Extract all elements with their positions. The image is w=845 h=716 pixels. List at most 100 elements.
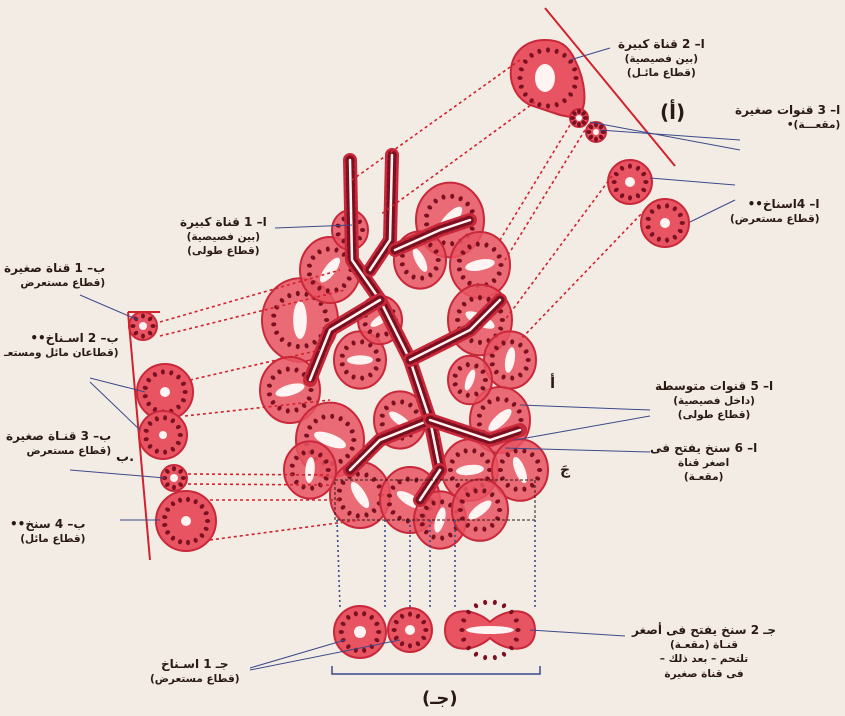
- projection-b3: [188, 484, 330, 485]
- alveolus-c2-nucleus: [473, 602, 479, 609]
- alveolus-b2b-lumen: [159, 431, 167, 439]
- leader-a3: [590, 122, 740, 150]
- alveolus-c2-nucleus: [501, 651, 507, 658]
- lobule-nucleus: [308, 388, 313, 392]
- alveolus-a2-nucleus: [680, 221, 685, 225]
- small-duct-a-nucleus: [577, 122, 581, 127]
- small-duct-b1-nucleus: [150, 324, 155, 328]
- small-duct-b3-nucleus: [172, 466, 176, 471]
- lobule-nucleus: [455, 318, 460, 322]
- small-duct-b-nucleus: [594, 137, 598, 142]
- projection-a4: [520, 210, 645, 340]
- lobule-nucleus: [526, 358, 531, 362]
- leader-a2: [570, 48, 610, 60]
- small-duct-a-lumen: [576, 115, 582, 121]
- label-a4: ا– 4اسناخ•• (قطاع مستعرض): [730, 196, 820, 226]
- leader-a5: [515, 416, 650, 440]
- leader-a3: [600, 130, 740, 140]
- label-c2: جـ 2 سنخ يفتح فى أصغر قنـاة (مقعـة) تلتح…: [632, 622, 776, 681]
- lobule-nucleus: [478, 295, 482, 300]
- lobule-nucleus: [436, 258, 441, 262]
- group-label-c: (جـ): [422, 688, 458, 709]
- label-c1: جـ 1 اسـناخ (قطاع مستعرض): [150, 656, 240, 686]
- alveolus-c2-nucleus: [492, 655, 497, 661]
- lobule-lumen: [293, 301, 307, 339]
- alveolus-b2a-nucleus: [183, 390, 188, 394]
- bracket-c: [332, 666, 540, 674]
- small-duct-b1-lumen: [139, 322, 147, 330]
- alveolus-c1a-nucleus: [376, 630, 381, 634]
- projection-a4: [505, 176, 612, 320]
- alveolus-c2-nucleus: [459, 628, 464, 632]
- alveolus-b2b-nucleus: [178, 433, 183, 437]
- lobule-nucleus: [448, 468, 453, 472]
- small-duct-a-nucleus: [583, 116, 588, 120]
- lobule-nucleus: [360, 228, 365, 232]
- lobule-nucleus: [498, 263, 503, 267]
- leader-b1: [80, 295, 138, 320]
- label-a6: ا– 6 سنخ يفتح فى اصغر قناة (مقعـة): [650, 440, 757, 485]
- alveolus-c2-nucleus: [515, 628, 520, 632]
- large-duct-nucleus: [517, 76, 522, 80]
- alveolus-c2-nucleus: [483, 655, 488, 661]
- lobule-nucleus: [483, 378, 488, 382]
- group-label-a: (أ): [660, 100, 685, 124]
- small-duct-a-nucleus: [570, 116, 575, 120]
- alveolus-c2-lumen: [466, 626, 514, 634]
- lobule-nucleus: [458, 508, 463, 512]
- large-duct-lumen: [535, 64, 555, 92]
- alveolus-a1-nucleus: [643, 180, 648, 184]
- alveolus-c2-nucleus: [473, 651, 479, 658]
- leader-c2: [530, 630, 625, 636]
- large-duct-nucleus: [573, 76, 578, 80]
- alveolus-b2a-lumen: [160, 387, 170, 397]
- alveolus-a1-nucleus: [612, 180, 617, 184]
- label-b1: ب– 1 قناة صغيرة (قطاع مستعرض: [4, 260, 105, 290]
- lobule-nucleus: [326, 468, 331, 472]
- mark-alef: أ: [550, 374, 555, 392]
- small-duct-b1-nucleus: [141, 313, 145, 318]
- alveolus-c1b-nucleus: [408, 612, 412, 617]
- lobule-nucleus: [498, 468, 503, 472]
- alveolus-a1-nucleus: [628, 195, 632, 200]
- projection-b3: [188, 474, 330, 475]
- alveolus-a2-lumen: [660, 218, 670, 228]
- projection-c: [337, 520, 340, 608]
- alveolus-a1-lumen: [625, 177, 635, 187]
- label-b2: ب– 2 اسـناخ•• (قطاعان مائل ومستعـ: [4, 330, 119, 360]
- small-duct-b3-nucleus: [181, 476, 186, 480]
- leader-a4: [650, 178, 735, 185]
- label-b3: ب– 3 قنـاة صغيرة (قطاع مستعرض: [6, 428, 111, 458]
- alveolus-c1b-lumen: [405, 625, 415, 635]
- lobule-nucleus: [324, 318, 329, 322]
- alveolus-c2-nucleus: [501, 602, 507, 609]
- small-duct-b-lumen: [593, 129, 599, 135]
- alveolus-c1b-nucleus: [392, 628, 397, 632]
- lobule-nucleus: [478, 340, 482, 345]
- small-duct-b1-nucleus: [130, 324, 135, 328]
- projection-a3: [500, 125, 570, 240]
- alveolus-b4-nucleus: [205, 519, 210, 523]
- label-a5: ا– 5 قنوات متوسطة (داخل فصيصية) (قطاع طو…: [655, 378, 773, 423]
- group-label-b: ب.: [116, 450, 134, 465]
- alveolus-c1b-nucleus: [423, 628, 428, 632]
- label-b4: ب– 4 سنخ•• (قطاع مائل): [10, 516, 85, 546]
- leader-c1: [250, 640, 400, 670]
- mark-jim: جَ: [560, 462, 570, 478]
- alveolus-c2-nucleus: [483, 600, 488, 606]
- label-a2: ا– 2 قناة كبيرة (بين فصيصية) (قطاع مائـل…: [618, 36, 705, 81]
- alveolus-b4-lumen: [181, 516, 191, 526]
- projection-a3: [505, 130, 585, 260]
- small-duct-b3-nucleus: [172, 485, 176, 490]
- lobule-nucleus: [376, 358, 381, 362]
- alveolus-c1b-nucleus: [408, 643, 412, 648]
- alveolus-c1a-nucleus: [339, 630, 344, 634]
- alveolus-c2-nucleus: [492, 600, 497, 606]
- leader-a5: [520, 405, 650, 410]
- small-duct-b1-nucleus: [141, 333, 145, 338]
- small-duct-a-nucleus: [577, 109, 581, 114]
- lobule-nucleus: [497, 508, 502, 512]
- projection-a2: [352, 60, 520, 180]
